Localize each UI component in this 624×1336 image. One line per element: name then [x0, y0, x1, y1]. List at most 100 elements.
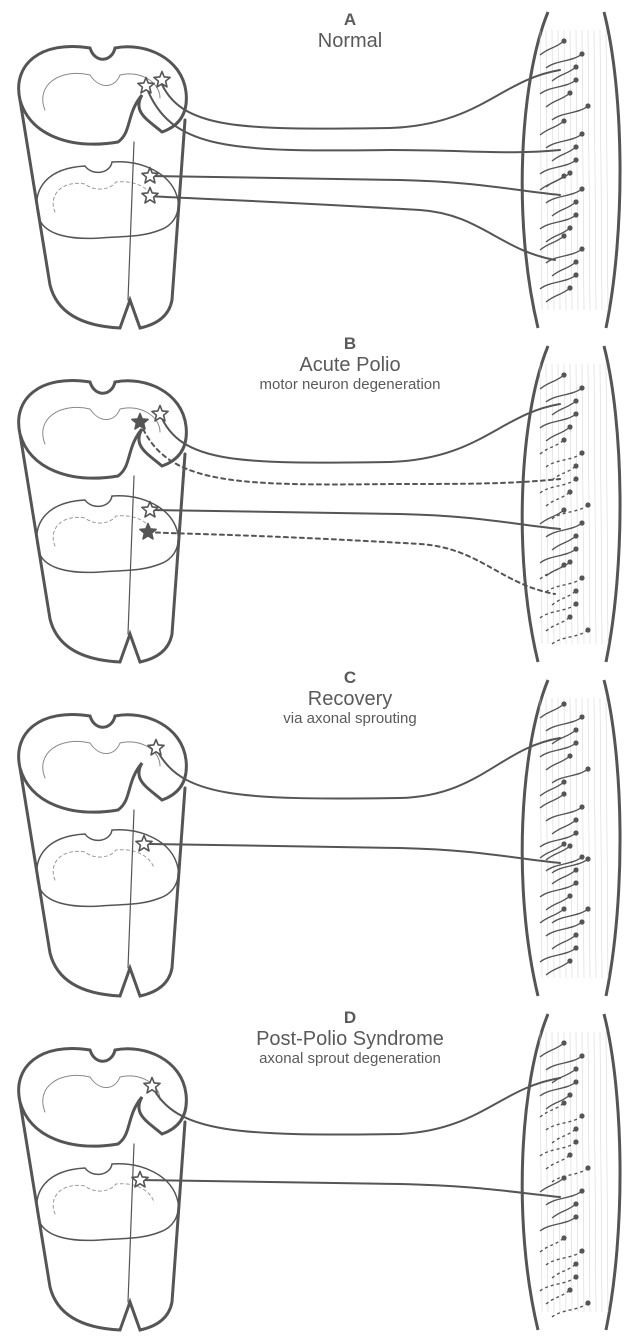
neuromuscular-junction-dot	[585, 627, 590, 632]
motor-axon	[150, 176, 560, 195]
neuromuscular-junction-dot	[567, 1287, 572, 1292]
panel-b: B Acute Polio motor neuron degeneration	[0, 334, 624, 668]
motor-axon	[160, 404, 560, 463]
neuromuscular-junction-dot	[567, 285, 572, 290]
neuromuscular-junction-dot	[573, 64, 578, 69]
neuromuscular-junction-dot	[585, 1165, 590, 1170]
neuromuscular-junction-dot	[573, 740, 578, 745]
muscle-fiber	[576, 1032, 578, 1312]
spinal-cord	[19, 47, 187, 328]
degenerated-nerve-branch	[552, 466, 576, 480]
neuromuscular-junction-dot	[579, 246, 584, 251]
neuromuscular-junction-dot	[567, 424, 572, 429]
neuromuscular-junction-dot	[585, 766, 590, 771]
panel-c: C Recovery via axonal sprouting	[0, 668, 624, 1002]
panel-a: A Normal	[0, 0, 624, 334]
neuromuscular-junction-dot	[561, 173, 566, 178]
degenerated-nerve-branch	[552, 1168, 588, 1182]
degenerated-nerve-branch	[546, 492, 570, 506]
muscle	[522, 680, 620, 996]
neuromuscular-junction-dot	[573, 259, 578, 264]
muscle-fiber	[606, 30, 608, 310]
neuromuscular-junction-dot	[573, 1261, 578, 1266]
neuromuscular-junction-dot	[579, 919, 584, 924]
muscle-fiber	[576, 30, 578, 310]
spinal-cord	[19, 381, 187, 662]
nerve-branch	[540, 176, 564, 190]
motor-axon	[152, 1078, 560, 1134]
degenerated-nerve-branch	[546, 1155, 570, 1169]
neuromuscular-junction-dot	[573, 588, 578, 593]
nerve-branch	[552, 870, 576, 884]
muscle-fiber	[540, 364, 542, 644]
neuromuscular-junction-dot	[561, 437, 566, 442]
panel-d-label: D Post-Polio Syndrome axonal sprout dege…	[195, 1008, 505, 1067]
neuromuscular-junction-dot	[567, 958, 572, 963]
neuromuscular-junction-dot	[561, 701, 566, 706]
muscle-fiber	[570, 364, 572, 644]
neuromuscular-junction-dot	[579, 131, 584, 136]
neuromuscular-junction-dot	[573, 546, 578, 551]
nerve-branch	[552, 202, 576, 216]
nerve-branch	[540, 782, 564, 796]
motor-axon	[150, 510, 560, 529]
neuromuscular-junction-dot	[579, 1053, 584, 1058]
neuromuscular-junction-dot	[573, 1126, 578, 1131]
degenerated-neuron-star-icon	[140, 524, 156, 539]
cord-lower-section	[37, 830, 179, 907]
neuromuscular-junction-dot	[579, 1248, 584, 1253]
neuromuscular-junction-dot	[579, 51, 584, 56]
muscle-fiber	[600, 364, 602, 644]
muscle-outline-left	[522, 1014, 548, 1330]
neuromuscular-junction-dot	[561, 233, 566, 238]
motor-axon	[150, 196, 555, 260]
neuromuscular-junction-dot	[573, 945, 578, 950]
muscle-outline-left	[522, 12, 548, 328]
muscle-fiber	[558, 1032, 560, 1312]
cord-top-section	[19, 47, 187, 145]
neuromuscular-junction-dot	[567, 614, 572, 619]
nerve-branch	[552, 1069, 576, 1083]
neuromuscular-junction-dot	[573, 830, 578, 835]
neuromuscular-junction-dot	[573, 272, 578, 277]
panel-d: D Post-Polio Syndrome axonal sprout dege…	[0, 1002, 624, 1336]
muscle-fiber	[546, 1032, 548, 1312]
muscle-fiber	[540, 698, 542, 978]
neuromuscular-junction-dot	[567, 225, 572, 230]
nerve-branch	[552, 262, 576, 276]
neuromuscular-junction-dot	[573, 157, 578, 162]
panel-letter: A	[195, 10, 505, 30]
muscle-fiber	[558, 30, 560, 310]
neuromuscular-junction-dot	[585, 1300, 590, 1305]
muscle-fiber	[594, 30, 596, 310]
muscle-fiber	[582, 30, 584, 310]
muscle-fiber	[600, 1032, 602, 1312]
muscle-fiber	[582, 364, 584, 644]
muscle-fiber	[600, 698, 602, 978]
neuromuscular-junction-dot	[579, 1113, 584, 1118]
muscle-fiber	[570, 1032, 572, 1312]
nerve-branch	[552, 536, 576, 550]
motor-axon	[150, 844, 560, 863]
lower-grey-matter-outline	[53, 850, 154, 880]
panel-c-label: C Recovery via axonal sprouting	[195, 668, 505, 727]
motor-axon	[156, 738, 560, 798]
panel-letter: B	[195, 334, 505, 354]
central-fissure	[128, 810, 134, 968]
nerve-branch	[540, 909, 564, 923]
neuromuscular-junction-dot	[573, 1139, 578, 1144]
neuromuscular-junction-dot	[573, 398, 578, 403]
degenerated-nerve-branch	[540, 565, 564, 579]
nerve-branch	[546, 427, 570, 441]
neuromuscular-junction-dot	[573, 880, 578, 885]
muscle-fiber	[558, 364, 560, 644]
degenerated-nerve-branch	[552, 505, 588, 519]
degenerated-nerve-branch	[552, 630, 588, 644]
muscle-fiber	[564, 1032, 566, 1312]
cord-top-section	[19, 1049, 187, 1147]
nerve-branch	[540, 121, 564, 135]
panel-title: Acute Polio	[195, 354, 505, 376]
neuromuscular-junction-dot	[561, 791, 566, 796]
panel-letter: C	[195, 668, 505, 688]
